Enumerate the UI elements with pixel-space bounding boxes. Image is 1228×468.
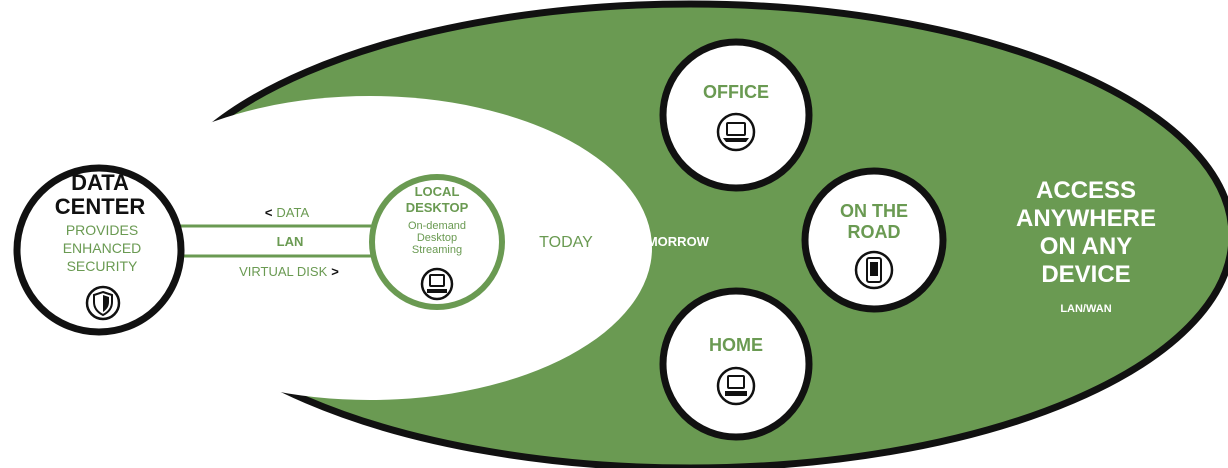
data-center-sub-2: ENHANCED (63, 240, 142, 256)
local-desktop-sub-2: Desktop (417, 232, 457, 244)
access-line-4: DEVICE (1041, 261, 1130, 288)
local-desktop-sub-1: On-demand (408, 220, 466, 232)
local-desktop-title-2: DESKTOP (406, 200, 469, 215)
desktop-computer-icon (420, 267, 454, 301)
access-line-1: ACCESS (1036, 177, 1136, 204)
road-label-2: ROAD (848, 222, 901, 242)
data-center-sub-1: PROVIDES (66, 222, 138, 238)
shield-icon (85, 285, 121, 321)
data-center-title-1: DATA (71, 170, 129, 195)
lan-link-label: LAN (277, 234, 304, 249)
road-label-1: ON THE (840, 201, 908, 221)
local-desktop-title-1: LOCAL (415, 184, 460, 199)
office-label: OFFICE (703, 82, 769, 102)
tomorrow-label: TOMORROW (629, 234, 710, 249)
local-desktop-sub-3: Streaming (412, 244, 462, 256)
data-center-node: DATA CENTER PROVIDES ENHANCED SECURITY (13, 164, 185, 336)
data-link-label: <DATA (265, 205, 310, 220)
vdisk-link-label: VIRTUAL DISK> (239, 264, 339, 279)
local-desktop-node: LOCAL DESKTOP On-demand Desktop Streamin… (369, 174, 505, 310)
home-label: HOME (709, 335, 763, 355)
desktop-computer-icon (716, 366, 756, 406)
on-the-road-node: ON THE ROAD (801, 167, 947, 313)
data-center-title-2: CENTER (55, 194, 146, 219)
home-node: HOME (659, 287, 813, 441)
access-line-3: ON ANY (1040, 233, 1132, 260)
access-sub: LAN/WAN (1060, 303, 1111, 315)
office-node: OFFICE (659, 38, 813, 192)
today-label: TODAY (539, 234, 593, 251)
data-center-sub-3: SECURITY (67, 258, 138, 274)
laptop-icon (716, 112, 756, 152)
access-anywhere-callout: ACCESS ANYWHERE ON ANY DEVICE LAN/WAN (1016, 177, 1156, 315)
access-line-2: ANYWHERE (1016, 205, 1156, 232)
mobile-phone-icon (854, 250, 894, 290)
